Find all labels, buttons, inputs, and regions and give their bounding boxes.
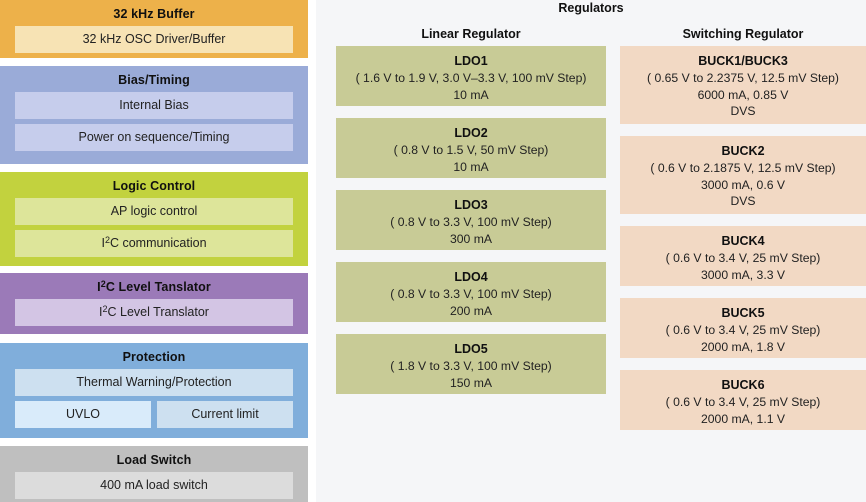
regulator-spec-line: 200 mA	[449, 303, 492, 318]
regulator-card-buck5: BUCK5 ( 0.6 V to 3.4 V, 25 mV Step) 2000 m…	[620, 298, 866, 358]
regulator-name: BUCK4	[721, 234, 765, 248]
switching-regulator-column: BUCK1/BUCK3 ( 0.65 V to 2.2375 V, 12.5 mV…	[620, 46, 866, 442]
regulator-name: BUCK6	[721, 378, 765, 392]
switching-regulator-heading: Switching Regulator	[682, 27, 804, 41]
regulator-card-buck6: BUCK6 ( 0.6 V to 3.4 V, 25 mV Step) 2000 m…	[620, 370, 866, 430]
regulator-spec-line: 150 mA	[449, 375, 492, 390]
block-item: Current limit	[157, 401, 293, 428]
regulator-spec-line: 2000 mA, 1.1 V	[700, 411, 785, 426]
regulator-card-ldo4: LDO4 ( 0.8 V to 3.3 V, 100 mV Step) 200 mA	[336, 262, 606, 322]
block-item: I2C Level Translator	[15, 299, 293, 326]
linear-regulator-heading: Linear Regulator	[421, 27, 521, 41]
regulator-spec-line: ( 0.8 V to 1.5 V, 50 mV Step)	[393, 143, 549, 157]
block-item: Internal Bias	[15, 92, 293, 119]
regulator-card-ldo3: LDO3 ( 0.8 V to 3.3 V, 100 mV Step) 300 mA	[336, 190, 606, 250]
block-item: Thermal Warning/Protection	[15, 369, 293, 396]
regulator-spec-line: 300 mA	[449, 231, 492, 246]
superscript-two: 2	[104, 234, 110, 245]
regulator-spec-line: ( 0.8 V to 3.3 V, 100 mV Step)	[390, 287, 552, 301]
regulator-card-ldo5: LDO5 ( 1.8 V to 3.3 V, 100 mV Step) 150 mA	[336, 334, 606, 394]
regulator-name: BUCK5	[721, 306, 765, 320]
regulator-spec-line: 10 mA	[453, 87, 489, 102]
regulator-spec-line: 3000 mA, 3.3 V	[700, 267, 785, 282]
regulator-name: BUCK2	[721, 144, 765, 158]
regulator-spec-line: DVS	[730, 194, 756, 208]
block-title: 32 kHz Buffer	[113, 7, 195, 21]
regulator-spec-line: ( 0.6 V to 3.4 V, 25 mV Step)	[665, 251, 821, 265]
regulator-spec-line: ( 0.65 V to 2.2375 V, 12.5 mV Step)	[647, 71, 839, 85]
regulator-spec-line: ( 0.6 V to 2.1875 V, 12.5 mV Step)	[650, 161, 836, 175]
regulators-panel: Regulators Linear Regulator Switching Re…	[316, 0, 866, 502]
block-title: Load Switch	[116, 453, 192, 467]
regulator-spec-line: ( 0.8 V to 3.3 V, 100 mV Step)	[390, 215, 552, 229]
regulator-card-buck4: BUCK4 ( 0.6 V to 3.4 V, 25 mV Step) 3000 m…	[620, 226, 866, 286]
block-item: UVLO	[15, 401, 151, 428]
regulator-card-buck1-buck3: BUCK1/BUCK3 ( 0.65 V to 2.2375 V, 12.5 mV…	[620, 46, 866, 124]
regulator-spec-line: 10 mA	[453, 159, 489, 174]
regulator-spec-line: 6000 mA, 0.85 V	[697, 87, 789, 102]
block-title: Bias/Timing	[118, 73, 190, 87]
regulator-name: LDO1	[454, 54, 488, 68]
regulators-title: Regulators	[558, 1, 624, 15]
block-title: Logic Control	[112, 179, 196, 193]
regulator-spec-line: ( 1.8 V to 3.3 V, 100 mV Step)	[390, 359, 552, 373]
regulator-name: LDO3	[454, 198, 488, 212]
regulator-card-ldo2: LDO2 ( 0.8 V to 1.5 V, 50 mV Step) 10 mA	[336, 118, 606, 178]
block-32-khz-buffer: 32 kHz Buffer 32 kHz OSC Driver/Buffer	[0, 0, 308, 58]
regulator-card-ldo1: LDO1 ( 1.6 V to 1.9 V, 3.0 V–3.3 V, 100 m…	[336, 46, 606, 106]
linear-regulator-column: LDO1 ( 1.6 V to 1.9 V, 3.0 V–3.3 V, 100 m…	[336, 46, 606, 406]
regulator-spec-line: 3000 mA, 0.6 V	[700, 177, 785, 192]
block-item: 400 mA load switch	[15, 472, 293, 499]
regulator-spec-line: ( 0.6 V to 3.4 V, 25 mV Step)	[665, 323, 821, 337]
block-item: AP logic control	[15, 198, 293, 225]
block-title: Protection	[122, 350, 186, 364]
regulator-name: LDO2	[454, 126, 488, 140]
superscript-two: 2	[100, 278, 106, 289]
regulator-card-buck2: BUCK2 ( 0.6 V to 2.1875 V, 12.5 mV Step) 3…	[620, 136, 866, 214]
regulator-spec-line: 2000 mA, 1.8 V	[700, 339, 785, 354]
block-load-switch: Load Switch 400 mA load switch	[0, 446, 308, 502]
block-item: 32 kHz OSC Driver/Buffer	[15, 26, 293, 53]
block-item: Power on sequence/Timing	[15, 124, 293, 151]
regulator-name: BUCK1/BUCK3	[698, 54, 788, 68]
regulator-spec-line: ( 1.6 V to 1.9 V, 3.0 V–3.3 V, 100 mV St…	[355, 71, 587, 85]
regulator-name: LDO4	[454, 270, 488, 284]
regulator-spec-line: ( 0.6 V to 3.4 V, 25 mV Step)	[665, 395, 821, 409]
block-item: I2C communication	[15, 230, 293, 257]
superscript-two: 2	[102, 303, 108, 314]
regulator-name: LDO5	[454, 342, 488, 356]
regulator-spec-line: DVS	[730, 104, 756, 118]
block-title: I2C Level Tanslator	[97, 278, 211, 294]
